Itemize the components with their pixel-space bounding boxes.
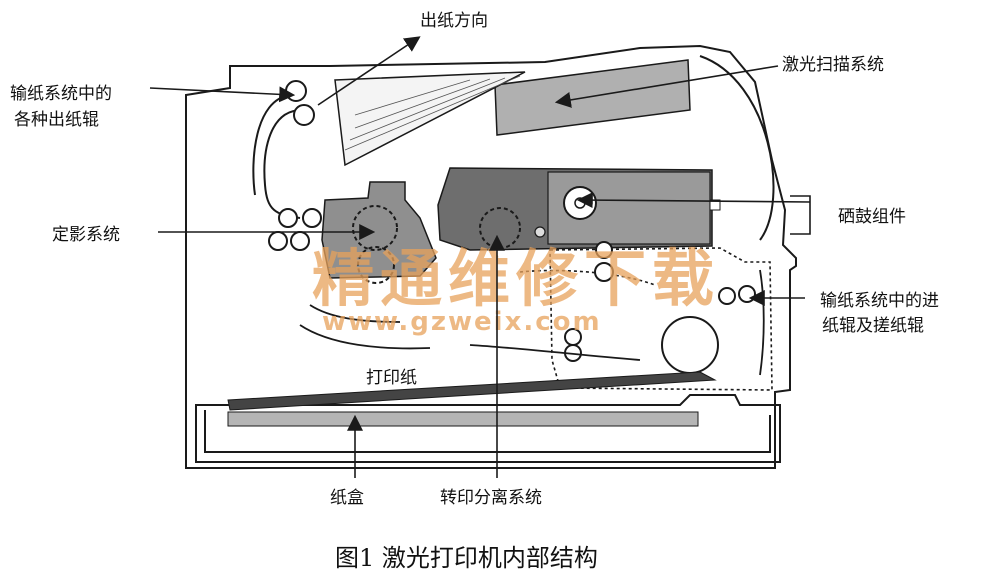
watermark-url: www.gzweix.com bbox=[322, 307, 602, 337]
drum-bracket bbox=[790, 195, 811, 235]
leader-laser bbox=[554, 65, 779, 108]
top-cover bbox=[699, 55, 775, 241]
paper-guides bbox=[299, 269, 765, 376]
label-feed-rollers-2: 纸辊及搓纸辊 bbox=[822, 316, 924, 336]
leader-drum bbox=[576, 192, 811, 209]
label-feed-rollers-1: 输纸系统中的进 bbox=[820, 291, 939, 311]
fuser-unit bbox=[321, 181, 437, 284]
label-fuser: 定影系统 bbox=[52, 225, 120, 245]
watermark-title: 精通维修下载 bbox=[312, 242, 720, 315]
transfer-frame bbox=[519, 247, 773, 391]
label-transfer: 转印分离系统 bbox=[440, 488, 542, 508]
label-output-rollers-2: 各种出纸辊 bbox=[14, 110, 99, 130]
label-drum: 硒鼓组件 bbox=[838, 207, 906, 227]
label-paper: 打印纸 bbox=[366, 368, 417, 388]
leader-lines bbox=[149, 36, 811, 478]
leader-paper-out bbox=[317, 36, 421, 106]
laser-scan-unit bbox=[334, 59, 691, 167]
drum-assembly bbox=[437, 167, 721, 251]
label-paper-tray: 纸盒 bbox=[330, 488, 364, 508]
label-laser-scan: 激光扫描系统 bbox=[782, 55, 884, 75]
leader-output-rollers bbox=[149, 86, 296, 103]
figure-caption: 图1 激光打印机内部结构 bbox=[335, 544, 598, 572]
label-output-rollers-1: 输纸系统中的 bbox=[10, 84, 112, 104]
feed-rollers bbox=[564, 241, 756, 374]
watermark: 精通维修下载 www.gzweix.com bbox=[312, 242, 720, 337]
printer-housing bbox=[185, 44, 797, 469]
output-rollers bbox=[268, 80, 322, 251]
paper-stack bbox=[227, 371, 717, 427]
label-paper-out-direction: 出纸方向 bbox=[420, 11, 488, 31]
labels: 出纸方向 输纸系统中的 各种出纸辊 激光扫描系统 定影系统 硒鼓组件 输纸系统中… bbox=[10, 11, 939, 508]
